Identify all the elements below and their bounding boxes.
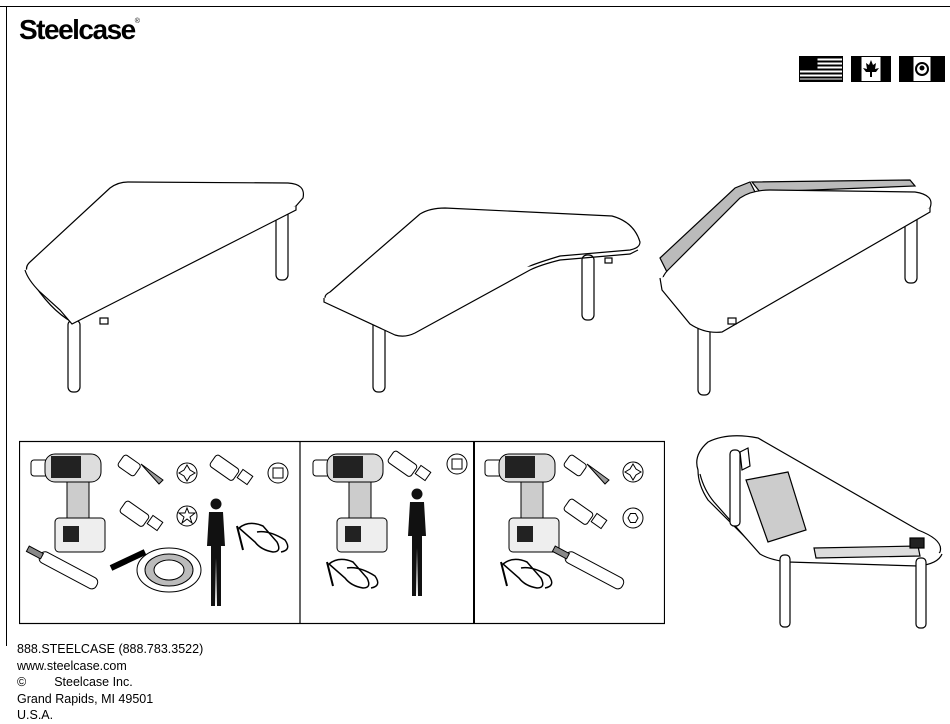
country-line: U.S.A. (17, 707, 203, 724)
city-line: Grand Rapids, MI 49501 (17, 691, 203, 708)
mexico-flag-icon (900, 57, 945, 82)
copyright-symbol: © (17, 675, 26, 689)
square-bit-icon (387, 450, 431, 481)
phillips-head-icon (177, 463, 197, 483)
phone-number: 888.STEELCASE (888.783.3522) (17, 641, 203, 658)
torx-bit-icon (119, 500, 163, 531)
phillips-head-icon (623, 462, 643, 482)
website-url: www.steelcase.com (17, 658, 203, 675)
safety-glasses-icon (237, 523, 288, 552)
square-bit-icon (209, 454, 253, 485)
table-underside-assembly-icon (688, 430, 946, 640)
registered-mark: ® (135, 18, 140, 25)
power-drill-icon (313, 454, 387, 552)
footer-contact: 888.STEELCASE (888.783.3522) www.steelca… (17, 641, 203, 724)
square-head-icon (268, 463, 288, 483)
corner-table-left-icon (25, 182, 303, 392)
power-drill-icon (31, 454, 105, 552)
company-name: Steelcase Inc. (54, 675, 133, 689)
hex-bit-icon (563, 498, 607, 529)
tools-panel (19, 440, 665, 625)
phillips-bit-icon (117, 454, 163, 484)
square-head-icon (447, 454, 467, 474)
hex-head-icon (623, 508, 643, 528)
tape-roll-icon (111, 548, 201, 592)
us-flag-icon (800, 57, 843, 82)
copyright-line: © Steelcase Inc. (17, 674, 203, 691)
corner-table-right-with-screen-icon (660, 180, 931, 395)
power-drill-icon (485, 454, 559, 552)
flags-group (799, 56, 945, 82)
safety-glasses-icon (327, 559, 378, 588)
corner-table-center-icon (324, 208, 640, 392)
torx-head-icon (177, 506, 197, 526)
steelcase-logo: Steelcase® (19, 14, 140, 46)
person-icon (408, 489, 426, 597)
brand-name: Steelcase (19, 14, 135, 45)
canada-flag-icon (852, 57, 891, 82)
safety-glasses-icon (501, 559, 552, 588)
nut-driver-icon (26, 546, 99, 591)
frame-top-line (0, 6, 950, 7)
tables-illustration (0, 170, 950, 410)
nut-driver-icon (552, 546, 625, 591)
phillips-bit-icon (563, 454, 609, 484)
person-icon (207, 499, 225, 607)
